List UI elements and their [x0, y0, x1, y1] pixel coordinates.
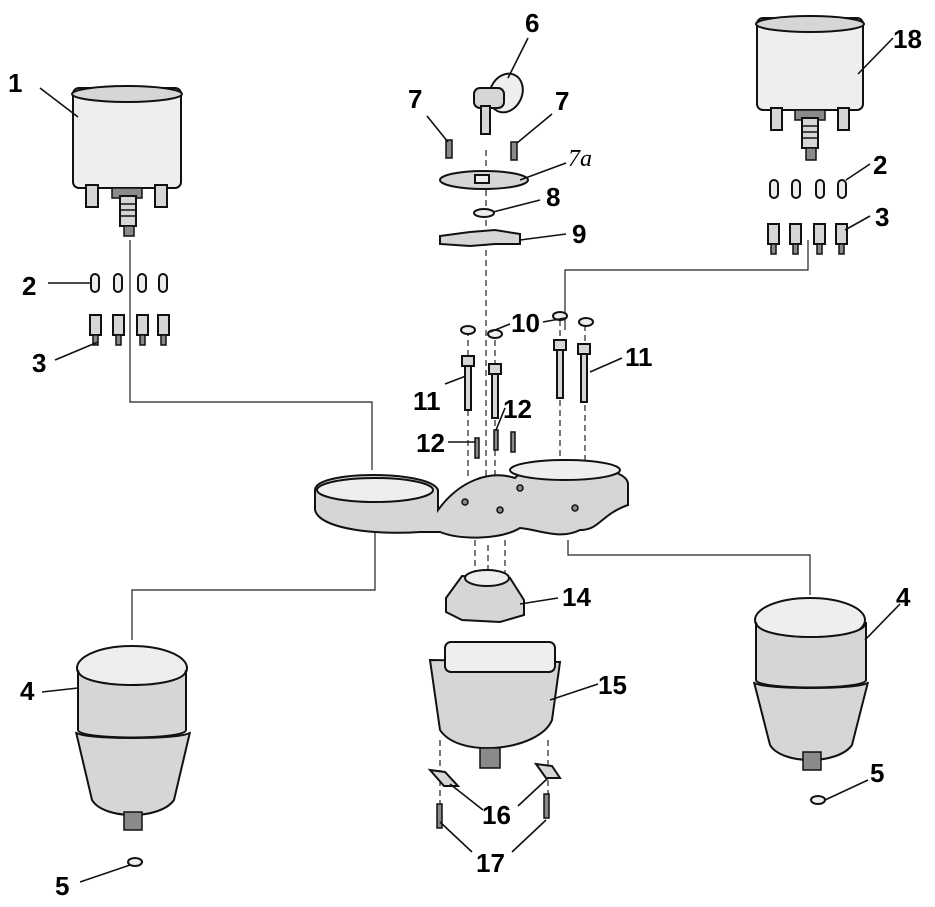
- callout-11-left: 11: [413, 386, 441, 416]
- callout-9: 9: [572, 219, 586, 249]
- callout-17: 17: [476, 848, 505, 878]
- bulbs-sockets-left: [89, 273, 170, 346]
- callout-5-right: 5: [870, 758, 884, 788]
- callout-3-right: 3: [875, 202, 889, 232]
- callout-12-left: 12: [416, 428, 445, 458]
- callout-4-right: 4: [896, 582, 911, 612]
- callout-labels: 1 2 3 4 5 6 7 7 7a 8 9 10 11 11 12 12 14…: [8, 8, 922, 901]
- callout-16: 16: [482, 800, 511, 830]
- gauge-cup-left: [75, 645, 191, 831]
- callout-14: 14: [562, 582, 591, 612]
- gauge-right: [755, 15, 865, 161]
- switch-housing: [428, 641, 562, 769]
- callout-10: 10: [511, 308, 540, 338]
- callout-4-left: 4: [20, 676, 35, 706]
- clips-screws: [427, 762, 562, 829]
- callout-7-right: 7: [555, 86, 569, 116]
- ignition-switch: [445, 569, 525, 624]
- gauge-console-bracket: [314, 459, 630, 539]
- gauge-left: [71, 85, 183, 237]
- callout-2-right: 2: [873, 150, 887, 180]
- o-ring-right: [810, 795, 826, 805]
- callout-15: 15: [598, 670, 627, 700]
- callout-1: 1: [8, 68, 22, 98]
- callout-6: 6: [525, 8, 539, 38]
- callout-7a: 7a: [568, 146, 592, 172]
- leader-lines: [39, 37, 901, 883]
- switch-hardware: [439, 139, 529, 248]
- callout-7-left: 7: [408, 84, 422, 114]
- o-ring-left: [127, 857, 143, 867]
- gauge-cup-right: [753, 597, 869, 771]
- callout-18: 18: [893, 24, 922, 54]
- callout-12-right: 12: [503, 394, 532, 424]
- callout-3-left: 3: [32, 348, 46, 378]
- callout-2-left: 2: [22, 271, 36, 301]
- bulbs-sockets-right: [767, 179, 848, 255]
- ignition-key: [473, 72, 524, 135]
- callout-11-right: 11: [625, 342, 653, 372]
- callout-5-left: 5: [55, 871, 69, 901]
- callout-8: 8: [546, 182, 560, 212]
